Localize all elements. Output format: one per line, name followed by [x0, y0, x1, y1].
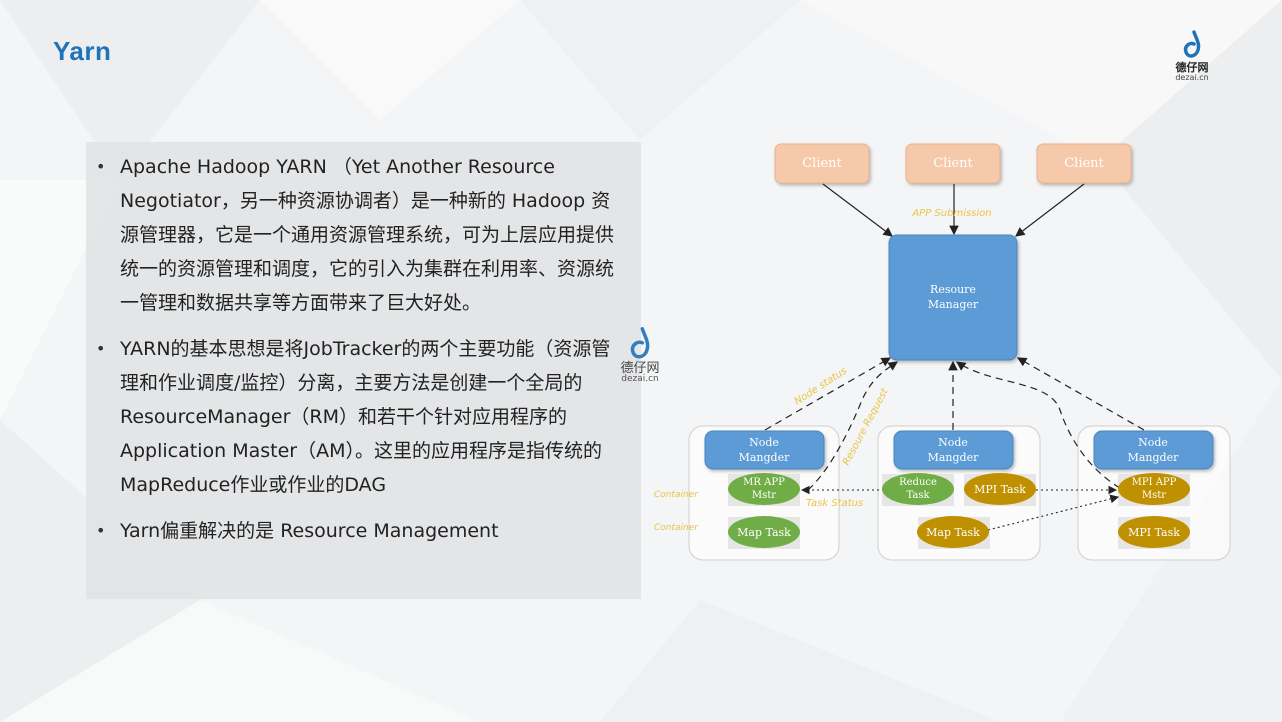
app-submission-label: APP Submission: [911, 208, 991, 219]
client-box: Client: [1036, 143, 1132, 184]
nm-label-line1: Node: [1138, 436, 1168, 449]
task-status-arrow: [987, 494, 1120, 531]
bullet-item: Apache Hadoop YARN （Yet Another Resource…: [96, 150, 621, 320]
task-label: MPI APP: [1132, 477, 1177, 488]
logo-d-icon: [1183, 30, 1201, 58]
nm-label-line2: Mangder: [739, 451, 790, 464]
bullet-list: Apache Hadoop YARN （Yet Another Resource…: [86, 142, 641, 548]
mpi-task: MPI Task: [1118, 516, 1190, 548]
task-label: MPI Task: [1128, 526, 1180, 539]
client-box: Client: [774, 143, 870, 184]
node-status-arrow: [1016, 357, 1145, 431]
container-label: Container: [654, 490, 699, 500]
content-textbox: Apache Hadoop YARN （Yet Another Resource…: [86, 142, 641, 599]
client-label: Client: [933, 156, 973, 171]
task-label: MPI Task: [974, 483, 1026, 496]
task-label: MR APP: [743, 477, 785, 488]
nm-label-line2: Mangder: [928, 451, 979, 464]
nm-label-line1: Node: [938, 436, 968, 449]
nm-label-line2: Mangder: [1128, 451, 1179, 464]
task-label: Task: [906, 490, 930, 501]
resource-manager-box: Resoure Manager: [888, 234, 1018, 361]
page-title: Yarn: [53, 36, 112, 66]
yarn-architecture-diagram: Client Client Client APP Submission Reso…: [654, 143, 1231, 561]
resource-request-arrow: [807, 361, 898, 491]
node-manager-box: Node Mangder: [893, 430, 1014, 470]
watermark: 德仔网 dezai.cn: [612, 326, 668, 386]
reduce-task: Reduce Task: [882, 473, 954, 505]
mpi-app-master-task: MPI APP Mstr: [1118, 473, 1190, 505]
logo-text: 德仔网: [1175, 61, 1209, 74]
container-label: Container: [654, 523, 699, 533]
submission-arrow: [822, 183, 893, 237]
mpi-task: MPI Task: [964, 473, 1036, 505]
task-label: Map Task: [926, 526, 980, 539]
watermark-text: 德仔网: [620, 361, 660, 376]
map-task: Map Task: [728, 516, 800, 548]
bullet-item: Yarn偏重解决的是 Resource Management: [96, 514, 621, 548]
brand-logo: 德仔网 dezai.cn: [1166, 30, 1218, 82]
task-label: Reduce: [899, 477, 937, 488]
mr-app-master-task: MR APP Mstr: [728, 473, 800, 505]
watermark-d-icon: [630, 327, 650, 359]
rm-label-line1: Resoure: [930, 283, 976, 296]
logo-subtext: dezai.cn: [1175, 73, 1209, 82]
task-label: Mstr: [1142, 490, 1166, 501]
rm-label-line2: Manager: [928, 298, 979, 311]
watermark-subtext: dezai.cn: [621, 374, 659, 384]
map-task: Map Task: [917, 516, 989, 548]
task-label: Map Task: [737, 526, 791, 539]
task-status-label: Task Status: [806, 498, 863, 509]
client-box: Client: [905, 143, 1001, 184]
submission-arrow: [1015, 183, 1085, 237]
bullet-item: YARN的基本思想是将JobTracker的两个主要功能（资源管理和作业调度/监…: [96, 332, 621, 502]
client-label: Client: [802, 156, 842, 171]
client-label: Client: [1064, 156, 1104, 171]
node-manager-box: Node Mangder: [1093, 430, 1214, 470]
task-label: Mstr: [752, 490, 776, 501]
node-manager-box: Node Mangder: [704, 430, 825, 470]
node-status-arrow: [764, 357, 892, 431]
resource-request-arrow: [956, 361, 1121, 489]
nm-label-line1: Node: [749, 436, 779, 449]
